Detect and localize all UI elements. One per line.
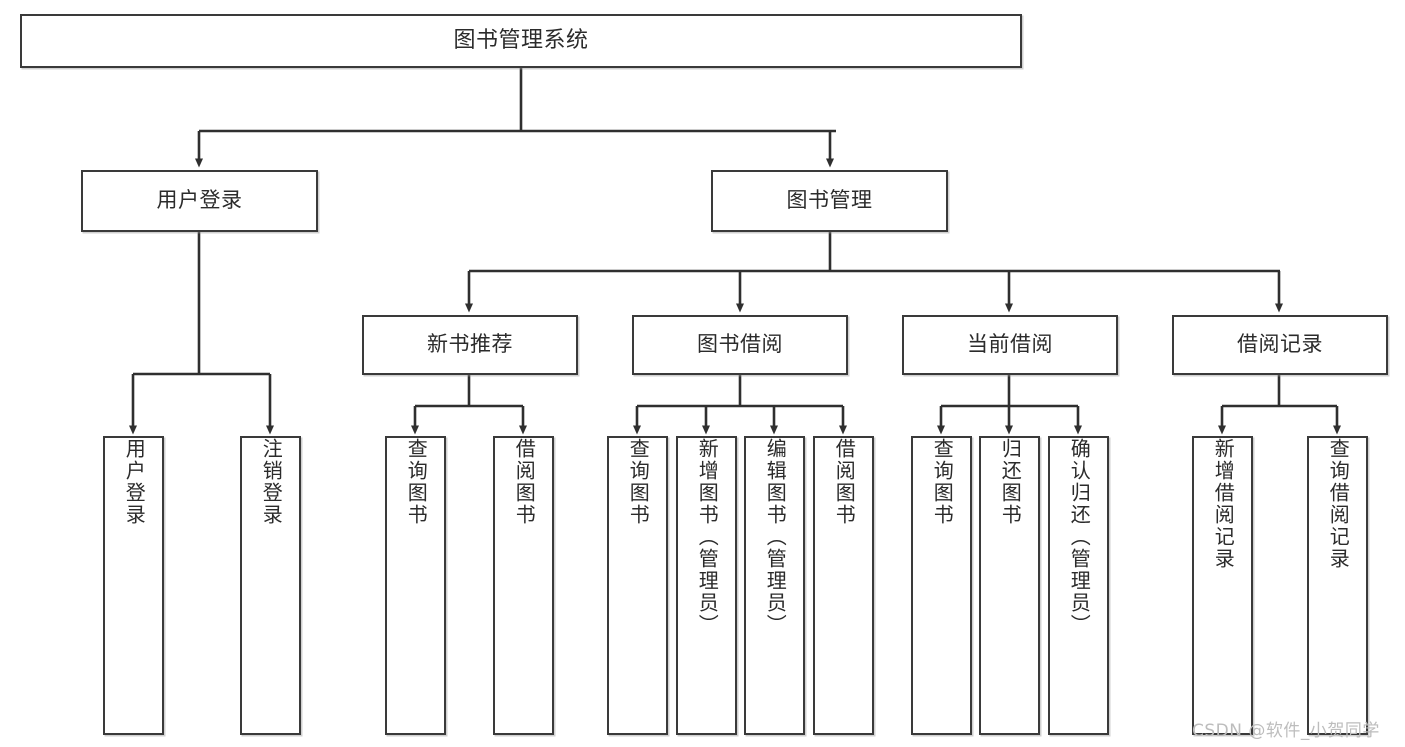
node-leaf-query-record-label: 查询借阅记录 [1326, 438, 1351, 570]
node-leaf-borrow-book-1[interactable]: 借阅图书 [493, 436, 554, 735]
node-leaf-user-logout[interactable]: 注销登录 [240, 436, 301, 735]
node-book-manage[interactable]: 图书管理 [711, 170, 948, 232]
node-leaf-add-record-label: 新增借阅记录 [1211, 438, 1236, 570]
node-leaf-query-record[interactable]: 查询借阅记录 [1307, 436, 1368, 735]
node-leaf-borrow-book-2-label: 借阅图书 [832, 438, 857, 526]
node-leaf-query-book-3[interactable]: 查询图书 [911, 436, 972, 735]
node-leaf-user-login[interactable]: 用户登录 [103, 436, 164, 735]
node-leaf-query-book-3-label: 查询图书 [930, 438, 955, 526]
node-leaf-query-book-2-label: 查询图书 [626, 438, 651, 526]
node-leaf-borrow-book-1-label: 借阅图书 [512, 438, 537, 526]
node-leaf-edit-book[interactable]: 编辑图书（管理员） [744, 436, 805, 735]
node-new-book-recommend[interactable]: 新书推荐 [362, 315, 578, 375]
node-user-login-label: 用户登录 [156, 188, 243, 213]
node-leaf-confirm-return-label: 确认归还（管理员） [1067, 438, 1092, 636]
node-new-book-recommend-label: 新书推荐 [427, 332, 513, 357]
node-leaf-confirm-return[interactable]: 确认归还（管理员） [1048, 436, 1109, 735]
node-leaf-edit-book-label: 编辑图书（管理员） [763, 438, 788, 636]
node-leaf-user-logout-label: 注销登录 [259, 438, 284, 526]
node-leaf-add-record[interactable]: 新增借阅记录 [1192, 436, 1253, 735]
node-leaf-borrow-book-2[interactable]: 借阅图书 [813, 436, 874, 735]
watermark: CSDN @软件_小贺同学 [1192, 721, 1380, 741]
node-leaf-add-book[interactable]: 新增图书（管理员） [676, 436, 737, 735]
node-book-borrow[interactable]: 图书借阅 [632, 315, 848, 375]
node-leaf-return-book-label: 归还图书 [998, 438, 1023, 526]
node-book-borrow-label: 图书借阅 [697, 332, 783, 357]
node-leaf-query-book-1[interactable]: 查询图书 [385, 436, 446, 735]
node-root-label: 图书管理系统 [453, 27, 589, 53]
node-borrow-record[interactable]: 借阅记录 [1172, 315, 1388, 375]
node-user-login[interactable]: 用户登录 [81, 170, 318, 232]
node-borrow-record-label: 借阅记录 [1237, 332, 1323, 357]
node-book-manage-label: 图书管理 [786, 188, 873, 213]
node-root[interactable]: 图书管理系统 [20, 14, 1022, 68]
node-leaf-user-login-label: 用户登录 [122, 438, 147, 526]
node-current-borrow[interactable]: 当前借阅 [902, 315, 1118, 375]
node-current-borrow-label: 当前借阅 [967, 332, 1053, 357]
node-leaf-query-book-2[interactable]: 查询图书 [607, 436, 668, 735]
node-leaf-query-book-1-label: 查询图书 [404, 438, 429, 526]
node-leaf-return-book[interactable]: 归还图书 [979, 436, 1040, 735]
node-leaf-add-book-label: 新增图书（管理员） [695, 438, 720, 636]
